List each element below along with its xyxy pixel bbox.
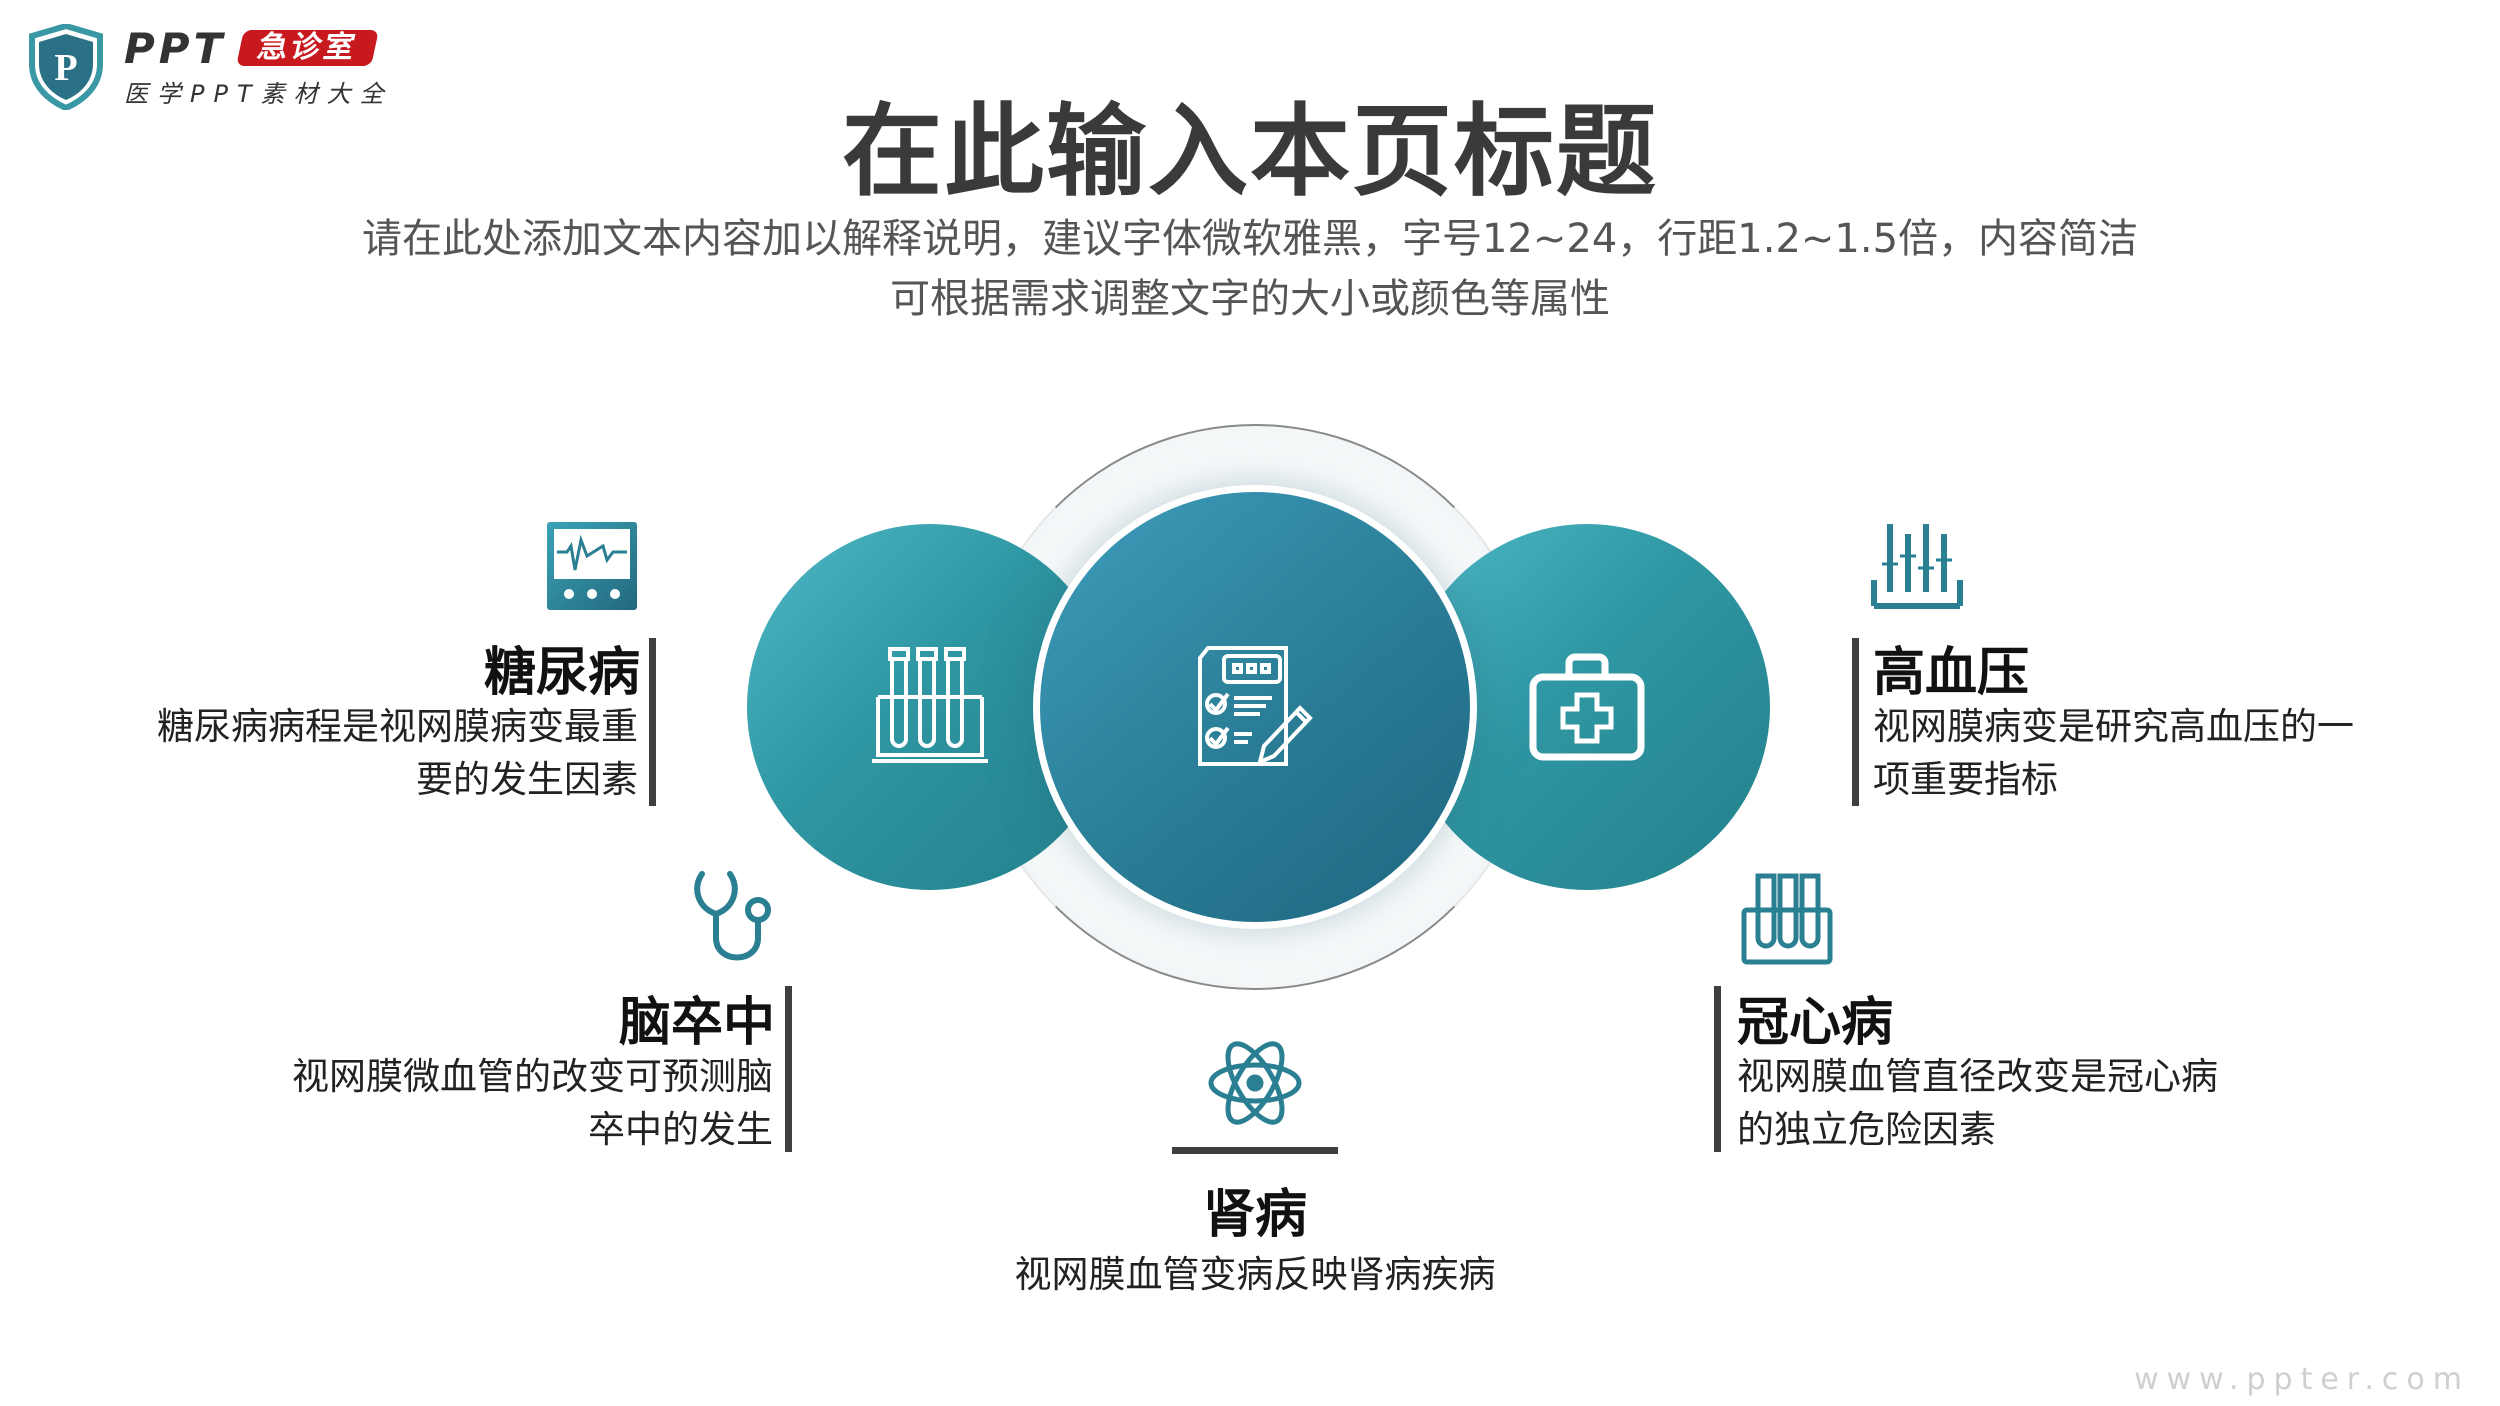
item-title-kidney: 肾病 bbox=[1202, 1185, 1307, 1245]
desc-line: 视网膜微血管的改变可预测脑 bbox=[292, 1055, 773, 1098]
watermark: www.ppter.com bbox=[2134, 1362, 2470, 1397]
divider-bar bbox=[1852, 638, 1859, 806]
atom-icon bbox=[1208, 1041, 1302, 1125]
logo-badge: 急诊室 bbox=[236, 30, 379, 66]
desc-line: 要的发生因素 bbox=[416, 758, 638, 801]
item-desc-diabetes: 糖尿病病程是视网膜病变最重 要的发生因素 bbox=[157, 700, 638, 806]
page-title: 在此输入本页标题 bbox=[842, 93, 1658, 210]
item-desc-kidney: 视网膜血管变病反映肾病疾病 bbox=[0, 1248, 2500, 1301]
desc-line: 的独立危险因素 bbox=[1737, 1108, 1996, 1151]
subtitle-line-1: 请在此处添加文本内容加以解释说明，建议字体微软雅黑，字号12~24，行距1.2~… bbox=[361, 216, 2139, 262]
item-desc-stroke: 视网膜微血管的改变可预测脑 卒中的发生 bbox=[292, 1050, 773, 1156]
desc-line: 卒中的发生 bbox=[588, 1108, 773, 1151]
shield-icon: P bbox=[29, 24, 103, 110]
subtitle-line-2: 可根据需求调整文字的大小或颜色等属性 bbox=[890, 276, 1610, 322]
item-desc-coronary: 视网膜血管直径改变是冠心病 的独立危险因素 bbox=[1737, 1050, 2218, 1156]
desc-line: 视网膜病变是研究高血压的一 bbox=[1873, 705, 2354, 748]
logo: P PPT 急诊室 医学PPT素材大全 bbox=[28, 22, 408, 112]
item-title-diabetes: 糖尿病 bbox=[483, 643, 640, 703]
desc-line: 视网膜血管直径改变是冠心病 bbox=[1737, 1055, 2218, 1098]
heart-monitor-icon bbox=[547, 522, 637, 610]
center-circle-fill bbox=[1040, 492, 1470, 922]
test-tubes-icon bbox=[872, 647, 988, 763]
first-aid-kit-icon bbox=[1529, 653, 1645, 761]
desc-line: 糖尿病病程是视网膜病变最重 bbox=[157, 705, 638, 748]
logo-brand: PPT bbox=[124, 24, 227, 73]
divider-bar bbox=[1714, 986, 1721, 1152]
divider-bar bbox=[785, 986, 792, 1152]
item-title-hypertension: 高血压 bbox=[1873, 643, 2030, 703]
lab-chart-icon bbox=[1871, 524, 1963, 609]
divider-bar bbox=[649, 638, 656, 806]
test-tube-rack-icon bbox=[1741, 873, 1833, 965]
desc-line: 视网膜血管变病反映肾病疾病 bbox=[1014, 1253, 1496, 1296]
item-title-stroke: 脑卒中 bbox=[618, 993, 775, 1053]
center-circle bbox=[1033, 485, 1477, 929]
desc-line: 项重要指标 bbox=[1873, 758, 2058, 801]
checklist-pencil-icon bbox=[1198, 646, 1313, 766]
stethoscope-icon bbox=[694, 871, 771, 961]
item-title-coronary: 冠心病 bbox=[1737, 993, 1894, 1053]
svg-text:P: P bbox=[54, 47, 77, 89]
item-desc-hypertension: 视网膜病变是研究高血压的一 项重要指标 bbox=[1873, 700, 2354, 806]
logo-tagline: 医学PPT素材大全 bbox=[124, 80, 393, 108]
divider-line bbox=[1172, 1147, 1338, 1154]
